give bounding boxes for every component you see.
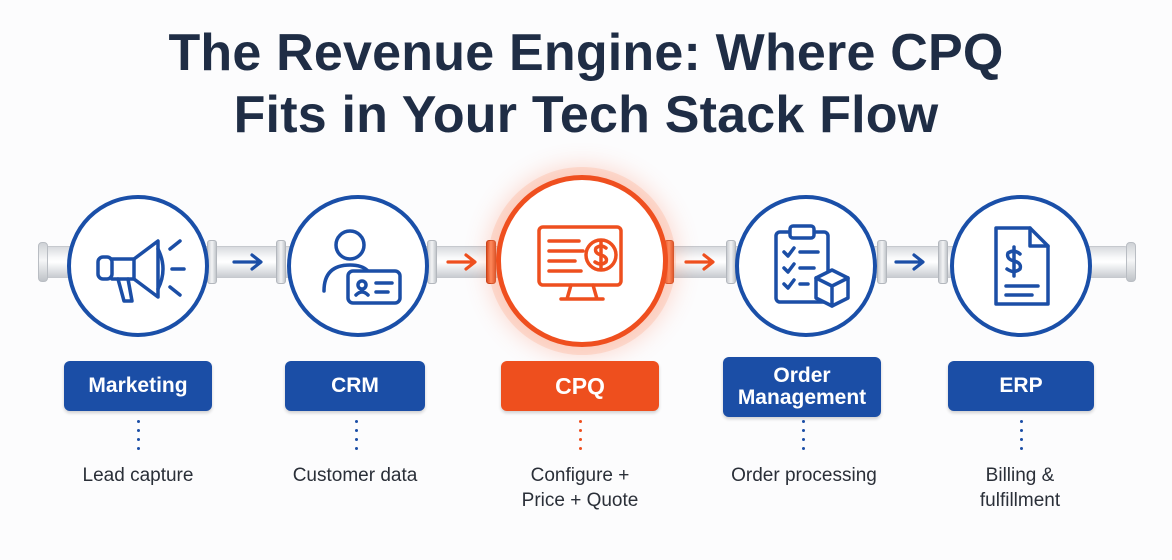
description-line: Billing & — [985, 465, 1055, 486]
stage-node-erp — [950, 195, 1092, 337]
arrow-right-icon — [232, 253, 263, 271]
arrow-right-icon — [894, 253, 925, 271]
description-line: Lead capture — [82, 465, 194, 486]
stage-label-text-line: Management — [737, 386, 867, 409]
stage-label-erp: ERP — [948, 361, 1094, 411]
stage-label-crm: CRM — [285, 361, 425, 411]
stage-description-marketing: Lead capture — [38, 463, 238, 488]
dotted-connector — [355, 420, 359, 450]
stage-description-order-management: Order processing — [694, 463, 914, 488]
stage-label-marketing: Marketing — [64, 361, 212, 411]
stage-label-text: Marketing — [88, 374, 188, 397]
title-line-1: The Revenue Engine: Where CPQ — [168, 24, 1004, 82]
stage-node-marketing — [67, 195, 209, 337]
dotted-connector — [579, 420, 583, 450]
stage-description-crm: Customer data — [255, 463, 455, 488]
arrow-right-icon — [684, 253, 715, 271]
page-title: The Revenue Engine: Where CPQ Fits in Yo… — [0, 22, 1172, 146]
title-line-2: Fits in Your Tech Stack Flow — [233, 86, 939, 144]
stage-description-cpq: Configure + Price + Quote — [480, 463, 680, 513]
pipe-coupler — [938, 240, 948, 284]
description-line: Configure + — [530, 465, 630, 486]
stage-label-order-management: Order Management — [723, 357, 881, 417]
stage-node-order-management — [735, 195, 877, 337]
stage-label-cpq: CPQ — [501, 361, 659, 411]
pipe-coupler-highlight — [486, 240, 496, 284]
description-line: Price + Quote — [521, 490, 639, 511]
dollar-document-icon — [994, 226, 1050, 306]
pipe-end-cap-right — [1126, 242, 1136, 282]
dotted-connector — [1020, 420, 1024, 450]
pipe-coupler — [276, 240, 286, 284]
stage-label-text: CRM — [331, 374, 379, 397]
megaphone-icon — [96, 239, 186, 303]
description-line: fulfillment — [979, 490, 1061, 511]
description-line: Order processing — [731, 465, 877, 486]
dotted-connector — [802, 420, 806, 450]
stage-node-cpq — [496, 175, 668, 347]
dotted-connector — [137, 420, 141, 450]
pipe-coupler — [877, 240, 887, 284]
arrow-right-icon — [446, 253, 477, 271]
stage-label-text-line: Order — [773, 364, 831, 387]
monitor-dollar-icon — [537, 225, 623, 301]
description-line: Customer data — [292, 465, 418, 486]
pipe-end-cap-left — [38, 242, 48, 282]
stage-label-text: ERP — [999, 374, 1043, 397]
stage-label-text: CPQ — [555, 372, 605, 399]
user-id-card-icon — [322, 229, 402, 305]
stage-description-erp: Billing & fulfillment — [920, 463, 1120, 513]
clipboard-checklist-box-icon — [774, 224, 850, 308]
stage-node-crm — [287, 195, 429, 337]
